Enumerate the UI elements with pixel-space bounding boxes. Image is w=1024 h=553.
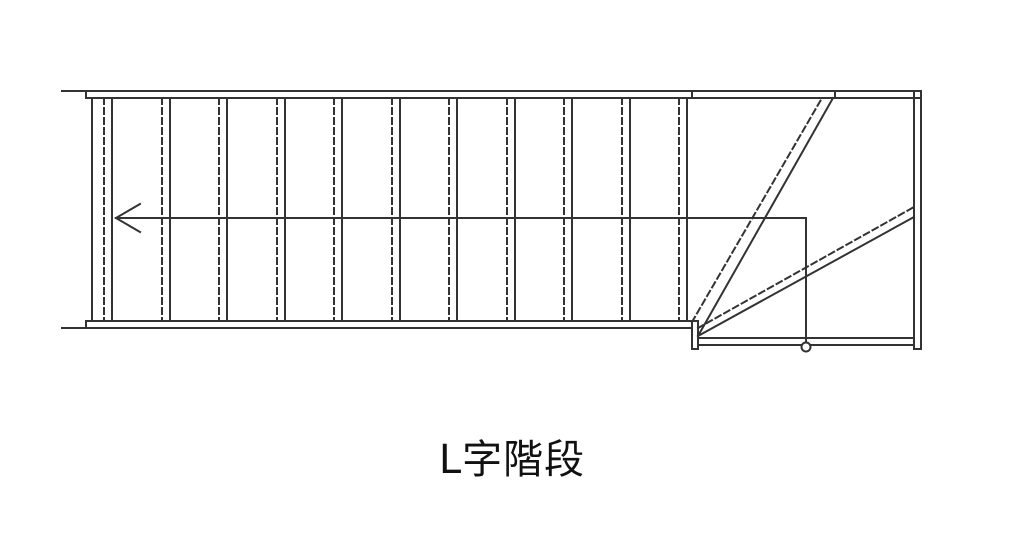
- diagram-caption: L字階段: [438, 437, 586, 483]
- walking-line: [115, 217, 807, 344]
- bottom-wall: [61, 320, 699, 350]
- left-end: [91, 97, 113, 322]
- start-marker-icon: [800, 341, 812, 353]
- winder-risers: [690, 96, 916, 330]
- right-wall: [913, 90, 922, 350]
- tread-lines: [169, 97, 688, 322]
- direction-arrow-icon: [114, 202, 142, 234]
- top-wall: [61, 90, 922, 99]
- riser-lines: [161, 97, 680, 322]
